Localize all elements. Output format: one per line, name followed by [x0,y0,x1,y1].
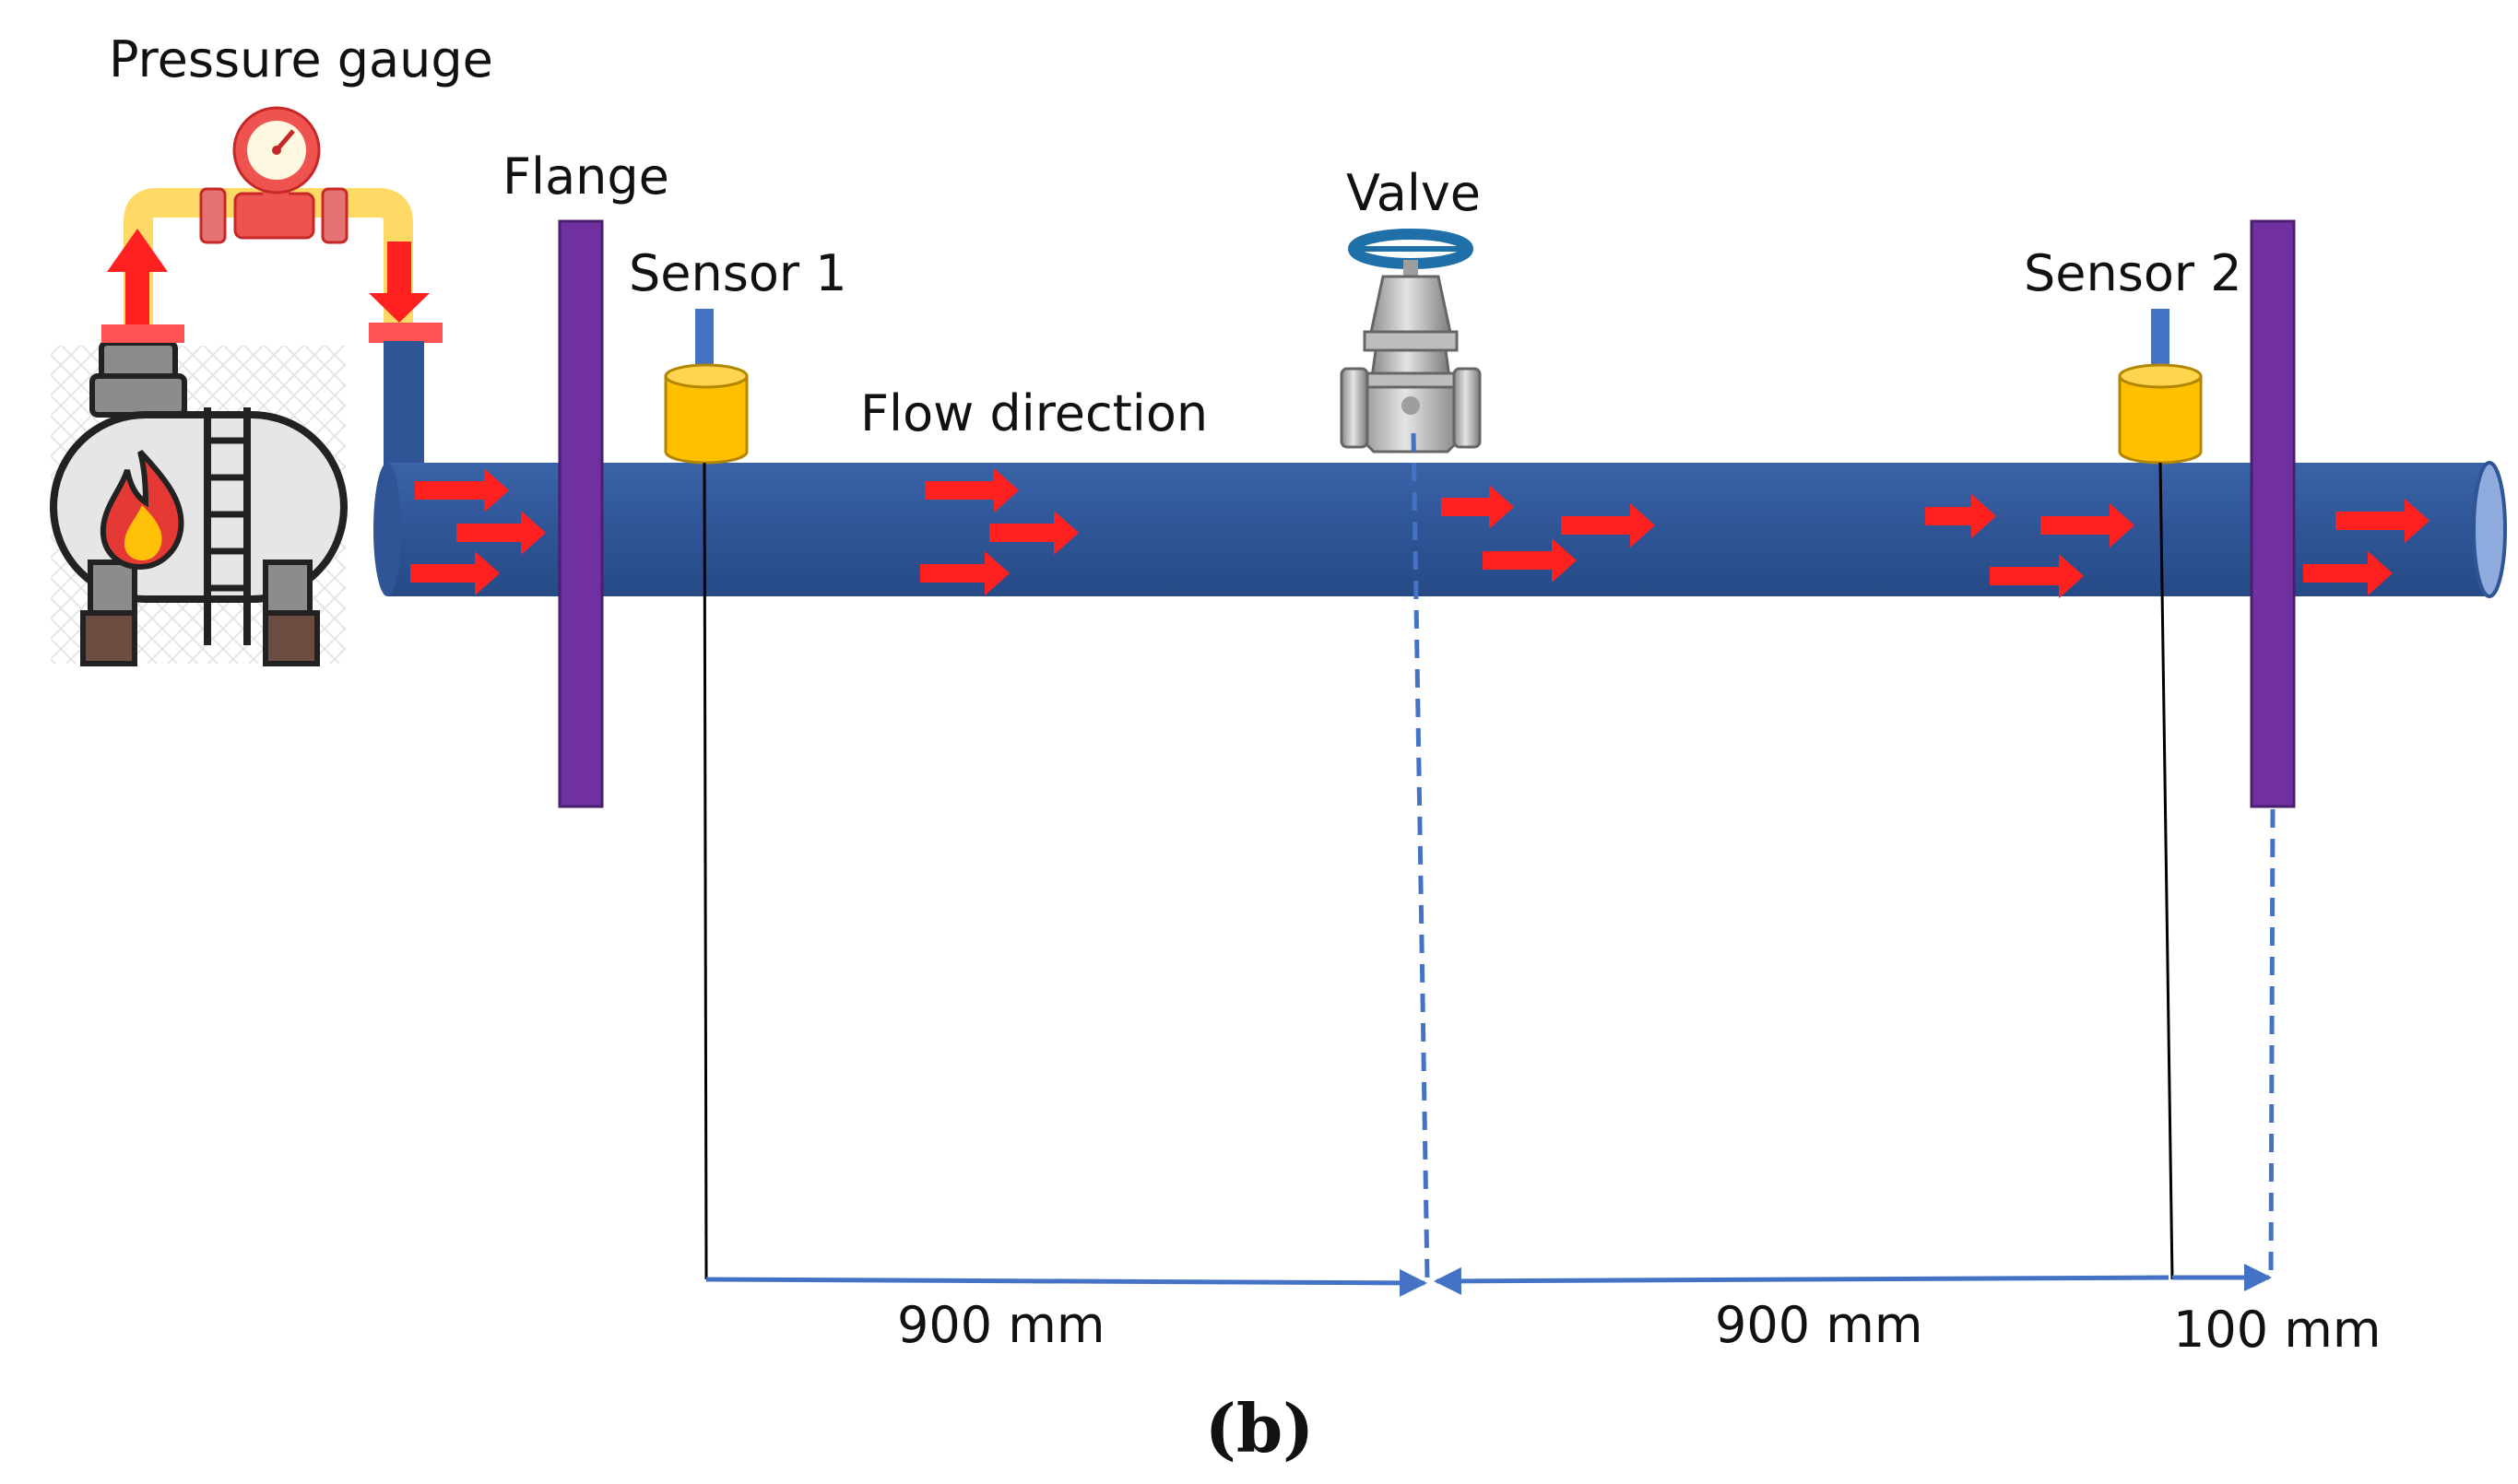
fire-icon [100,449,184,571]
sensor-2 [2118,309,2203,465]
sensor-1 [664,309,749,465]
riser-pipe [384,341,424,479]
dimension-lines [703,432,2276,1297]
label-flow-direction: Flow direction [860,384,1208,442]
label-valve: Valve [1346,164,1481,222]
flange-right [2250,219,2296,808]
label-sensor-1: Sensor 1 [629,244,847,302]
gas-tank-icon [50,340,348,666]
label-pressure-gauge: Pressure gauge [109,30,493,88]
dimension-label-sensor1-valve: 900 mm [897,1296,1105,1354]
dimension-label-valve-sensor2: 900 mm [1715,1296,1922,1354]
figure-caption: (b) [1205,1389,1314,1467]
dimension-label-sensor2-flange: 100 mm [2173,1301,2381,1359]
bypass-flange-left [101,324,184,343]
label-flange: Flange [502,147,669,206]
main-pipe [373,461,2507,598]
bypass-flange-right [369,323,443,343]
flange-left [558,219,604,808]
bypass-pipe [124,171,413,327]
pressure-gauge-icon [232,106,321,194]
bypass-flow-arrows [107,229,430,332]
label-sensor-2: Sensor 2 [2024,244,2242,302]
flow-arrows [410,468,2429,598]
gate-valve-icon [1340,229,1482,453]
